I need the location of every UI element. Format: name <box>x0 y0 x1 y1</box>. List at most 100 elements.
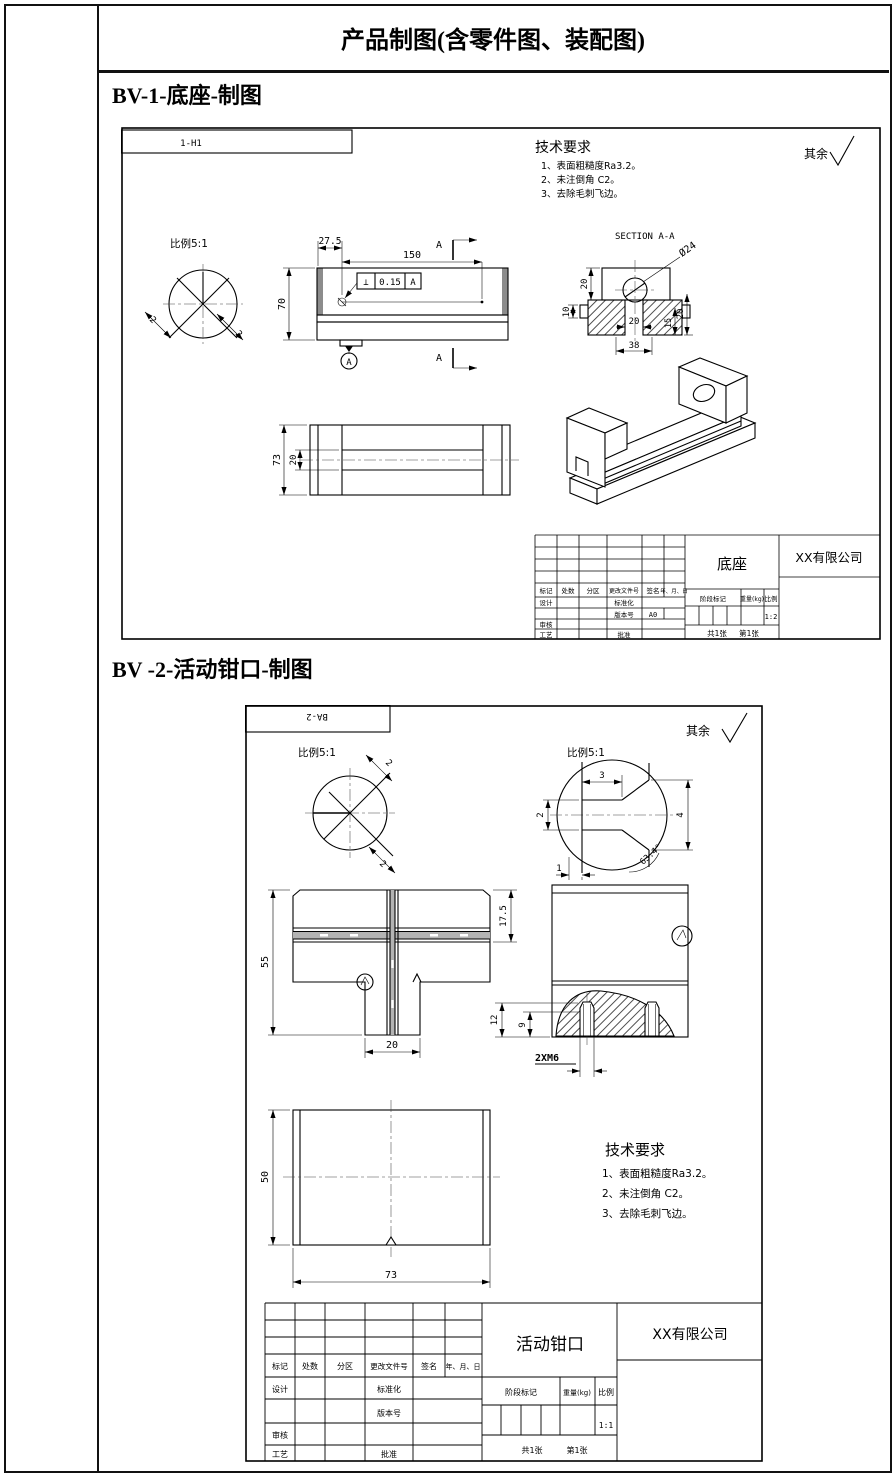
drawing2-side-view: 12 9 2XM6 <box>490 884 693 1077</box>
dim-150: 150 <box>403 250 421 261</box>
tb-std: 标准化 <box>614 598 634 607</box>
tb-review: 审核 <box>272 1430 288 1440</box>
page-title: 产品制图(含零件图、装配图) <box>341 28 645 54</box>
drawing2-detail-view-2: 比例5:1 3 2 4 1 <box>536 746 693 880</box>
dim-70: 70 <box>277 298 288 310</box>
tb-qty: 处数 <box>302 1361 318 1371</box>
tb-scale: 比例 <box>765 594 778 603</box>
tb-appr: 批准 <box>381 1449 397 1459</box>
tb-proc: 工艺 <box>272 1450 288 1459</box>
drawing2-tech-requirements: 技术要求 1、表面粗糙度Ra3.2。 2、未注倒角 C2。 3、去除毛刺飞边。 <box>602 1141 712 1220</box>
fcf-datum: A <box>410 278 416 288</box>
tech-req-line2: 2、未注倒角 C2。 <box>602 1187 689 1200</box>
dim-groove-right: 2 <box>233 329 244 340</box>
tb-stage: 阶段标记 <box>505 1387 537 1397</box>
page-border <box>4 4 892 1473</box>
tb-ver: 版本号 <box>614 610 634 619</box>
tb-qty: 处数 <box>562 586 576 595</box>
tb-scale: 比例 <box>598 1387 614 1397</box>
drawing1-label-box: 1-H1 <box>121 129 353 154</box>
bolt-hole-right <box>644 1001 660 1037</box>
dim-27-5: 27.5 <box>319 236 342 247</box>
fcf-value: 0.15 <box>379 278 401 288</box>
part-name: 活动钳口 <box>516 1335 584 1355</box>
dim-50: 50 <box>260 1171 271 1183</box>
tb-doc: 更改文件号 <box>370 1361 408 1371</box>
bolt-hole-left <box>579 993 595 1045</box>
scale-value: 1:2 <box>765 613 778 621</box>
detail1-scale-label: 比例5:1 <box>298 746 336 759</box>
tech-req-title: 技术要求 <box>535 140 591 156</box>
dim-17-5: 17.5 <box>499 905 509 927</box>
tb-sheets: 共1张 <box>707 629 727 638</box>
drawing2-bottom-view: 50 73 <box>260 1100 500 1288</box>
section-title-bv1: BV-1-底座-制图 <box>112 83 262 108</box>
drawing1-isometric-view <box>565 357 757 505</box>
dim-dia24: Ø24 <box>677 239 699 259</box>
right-notch <box>412 972 422 983</box>
surface-finish-icon <box>829 135 855 167</box>
drawing1-section-view: SECTION A-A Ø24 20 10 20 <box>562 232 699 355</box>
drawing1-side-view: 73 20 <box>272 424 519 496</box>
tb-appr: 批准 <box>618 630 632 639</box>
dim-15: 15 <box>664 318 674 328</box>
dim-1: 1 <box>556 864 561 874</box>
bottom-notch <box>385 1235 397 1246</box>
tb-date: 年、月、日 <box>660 587 688 595</box>
dim-12: 12 <box>490 1015 500 1026</box>
datum-letter: A <box>346 358 352 368</box>
drawing1-frame-label: 1-H1 <box>180 139 202 149</box>
scale-value: 1:1 <box>599 1421 614 1430</box>
rest-label: 其余 <box>804 146 828 161</box>
detail-scale-label: 比例5:1 <box>170 237 208 250</box>
fcf-frame: ⊥ 0.15 A <box>344 272 422 299</box>
company-name: XX有限公司 <box>652 1327 727 1343</box>
tb-mark: 标记 <box>272 1361 288 1371</box>
drawing1-tech-requirements: 技术要求 1、表面粗糙度Ra3.2。 2、未注倒角 C2。 3、去除毛刺飞边。 <box>535 140 641 200</box>
dim-groove-bottom: 2 <box>377 859 388 870</box>
drawing2-sheet: BA-2 其余 比例5:1 2 2 比例5:1 <box>245 705 763 1462</box>
tb-std: 标准化 <box>377 1384 401 1394</box>
drawing1-title-block-text: 标记 处数 分区 更改文件号 签名 年、月、日 设计 标准化 版本号 A0 审核… <box>540 550 863 639</box>
dim-55: 55 <box>260 956 271 968</box>
drawing1-sheet: 1-H1 技术要求 1、表面粗糙度Ra3.2。 2、未注倒角 C2。 3、去除毛… <box>121 127 881 640</box>
dim-9: 9 <box>518 1022 528 1027</box>
tb-ver: 版本号 <box>377 1408 401 1418</box>
detail-reference-icon-2 <box>671 925 693 947</box>
tb-sign: 签名 <box>421 1361 437 1371</box>
drawing2-detail-view-1: 比例5:1 2 2 <box>298 746 396 874</box>
tb-date: 年、月、日 <box>446 1362 481 1371</box>
dim-20-slot: 20 <box>629 317 640 327</box>
dim-20-side: 20 <box>289 455 299 466</box>
drawing2-border <box>245 705 763 1462</box>
tb-doc: 更改文件号 <box>609 587 639 595</box>
cut-letter-bottom: A <box>436 353 442 364</box>
tb-mark: 标记 <box>540 586 554 595</box>
drawing2-label-box: BA-2 <box>245 705 391 733</box>
tech-req-line1: 1、表面粗糙度Ra3.2。 <box>602 1167 712 1180</box>
tb-proc: 工艺 <box>540 631 554 639</box>
section-label: SECTION A-A <box>615 232 675 242</box>
tech-req-line3: 3、去除毛刺飞边。 <box>602 1207 693 1220</box>
tb-ver-value: A0 <box>649 611 657 619</box>
cut-letter-top: A <box>436 240 442 251</box>
dim-groove-top: 2 <box>383 758 394 769</box>
section-cut-marks: A A <box>436 237 477 371</box>
drawing1-title-block: 标记 处数 分区 更改文件号 签名 年、月、日 设计 标准化 版本号 A0 审核… <box>534 534 880 639</box>
company-name: XX有限公司 <box>795 550 862 565</box>
dim-4: 4 <box>676 812 686 817</box>
dim-3: 3 <box>599 771 604 781</box>
tb-design: 设计 <box>272 1384 288 1394</box>
title-row-divider <box>97 70 889 73</box>
drawing1-front-view: A ⊥ 0.15 A 27.5 <box>277 236 509 371</box>
drawing1-border <box>121 127 881 640</box>
part-name: 底座 <box>717 555 747 573</box>
tech-req-line3: 3、去除毛刺飞边。 <box>541 188 623 200</box>
tb-zone: 分区 <box>337 1362 353 1371</box>
tech-req-title: 技术要求 <box>605 1141 665 1159</box>
dim-groove-left: 2 <box>147 315 158 326</box>
tb-sheets: 共1张 <box>521 1446 542 1455</box>
dim-2: 2 <box>536 812 546 817</box>
tb-weight: 重量(kg) <box>740 595 764 603</box>
